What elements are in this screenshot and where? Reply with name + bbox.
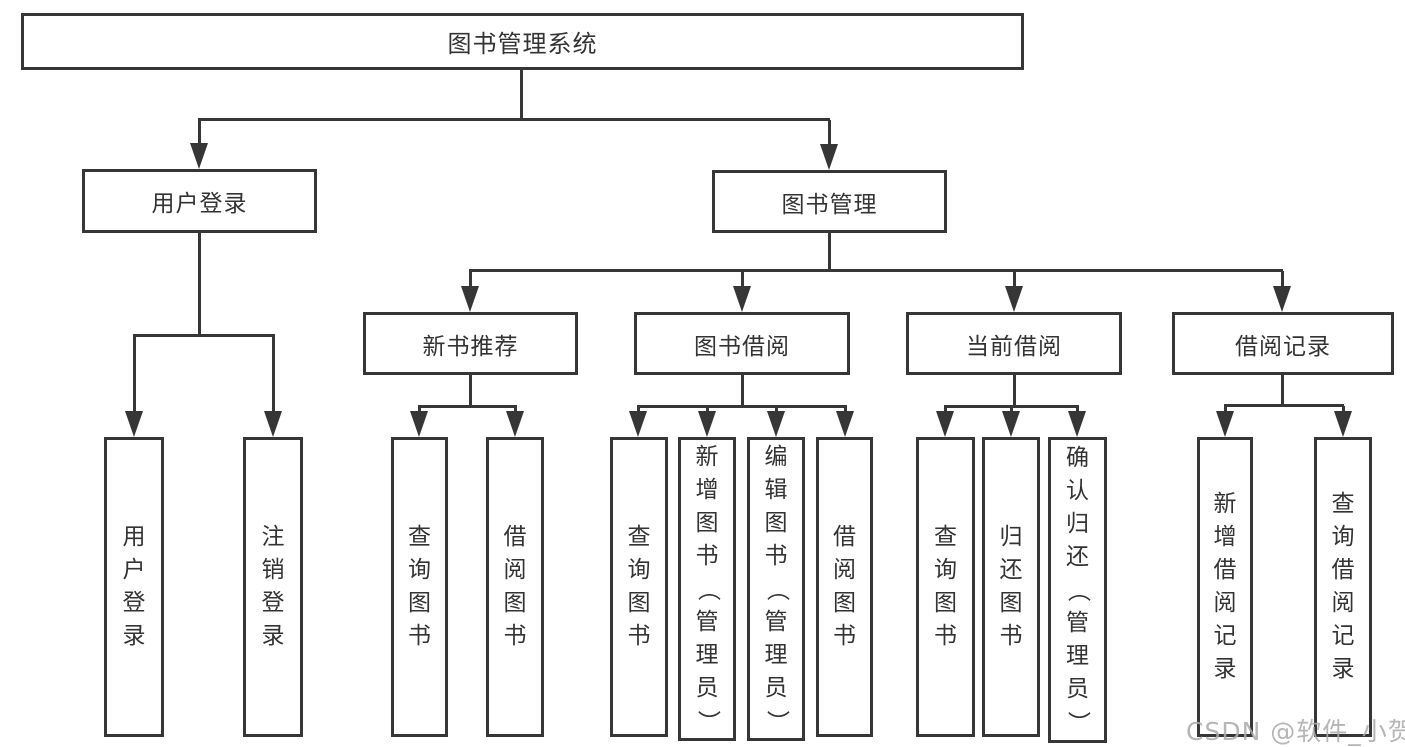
- connector-line: [418, 405, 517, 408]
- arrowhead-icon: [767, 411, 785, 437]
- leaf-add-book-admin: 新增图书（管理员）: [678, 437, 736, 741]
- node-new-book-recommend: 新书推荐: [363, 312, 578, 375]
- connector-line: [741, 271, 744, 289]
- arrowhead-icon: [629, 411, 647, 437]
- connector-line: [1342, 406, 1345, 415]
- node-book-management: 图书管理: [712, 170, 947, 233]
- connector-line: [741, 375, 744, 408]
- connector-line: [1013, 375, 1016, 408]
- connector-line: [944, 405, 1079, 408]
- arrowhead-icon: [698, 411, 716, 437]
- node-root: 图书管理系统: [21, 13, 1024, 70]
- leaf-logout: 注销登录: [243, 437, 303, 737]
- arrowhead-icon: [190, 143, 208, 169]
- arrowhead-icon: [820, 144, 838, 170]
- connector-line: [828, 120, 831, 147]
- leaf-query-books-recommend: 查询图书: [391, 437, 448, 737]
- arrowhead-icon: [836, 411, 854, 437]
- leaf-borrow-books-recommend: 借阅图书: [486, 437, 544, 737]
- node-book-borrow: 图书借阅: [634, 312, 850, 375]
- arrowhead-icon: [125, 411, 143, 437]
- connector-line: [828, 233, 831, 272]
- connector-line: [133, 334, 275, 337]
- arrowhead-icon: [733, 286, 751, 312]
- leaf-confirm-return-admin: 确认归还（管理员）: [1048, 437, 1107, 743]
- connector-line: [198, 118, 830, 121]
- leaf-edit-book-admin: 编辑图书（管理员）: [747, 437, 805, 741]
- node-user-login: 用户登录: [82, 169, 317, 233]
- connector-line: [469, 271, 472, 289]
- arrowhead-icon: [461, 286, 479, 312]
- arrowhead-icon: [1002, 411, 1020, 437]
- leaf-user-login: 用户登录: [104, 437, 164, 737]
- connector-line: [469, 375, 472, 408]
- leaf-return-books: 归还图书: [982, 437, 1040, 737]
- arrowhead-icon: [1334, 411, 1352, 437]
- arrowhead-icon: [1216, 411, 1234, 437]
- connector-line: [198, 233, 201, 337]
- leaf-query-books-borrow: 查询图书: [610, 437, 668, 737]
- arrowhead-icon: [1273, 286, 1291, 312]
- connector-line: [637, 405, 847, 408]
- connector-line: [1281, 271, 1284, 289]
- connector-line: [469, 269, 1283, 272]
- arrowhead-icon: [936, 411, 954, 437]
- connector-line: [1224, 404, 1344, 407]
- connector-line: [1224, 406, 1227, 415]
- node-current-borrow: 当前借阅: [906, 312, 1122, 375]
- node-borrow-records: 借阅记录: [1172, 312, 1394, 375]
- leaf-query-borrow-record: 查询借阅记录: [1314, 437, 1372, 737]
- connector-line: [133, 336, 136, 414]
- arrowhead-icon: [1068, 411, 1086, 437]
- arrowhead-icon: [506, 411, 524, 437]
- connector-line: [272, 336, 275, 414]
- connector-line: [198, 120, 201, 146]
- arrowhead-icon: [264, 411, 282, 437]
- connector-line: [1281, 375, 1284, 406]
- connector-line: [1013, 271, 1016, 289]
- connector-line: [520, 70, 523, 120]
- csdn-watermark: CSDN @软件_小贺同学: [1186, 717, 1405, 746]
- leaf-query-books-current: 查询图书: [916, 437, 975, 737]
- leaf-add-borrow-record: 新增借阅记录: [1197, 437, 1253, 737]
- leaf-borrow-books: 借阅图书: [816, 437, 873, 737]
- arrowhead-icon: [1005, 286, 1023, 312]
- arrowhead-icon: [410, 411, 428, 437]
